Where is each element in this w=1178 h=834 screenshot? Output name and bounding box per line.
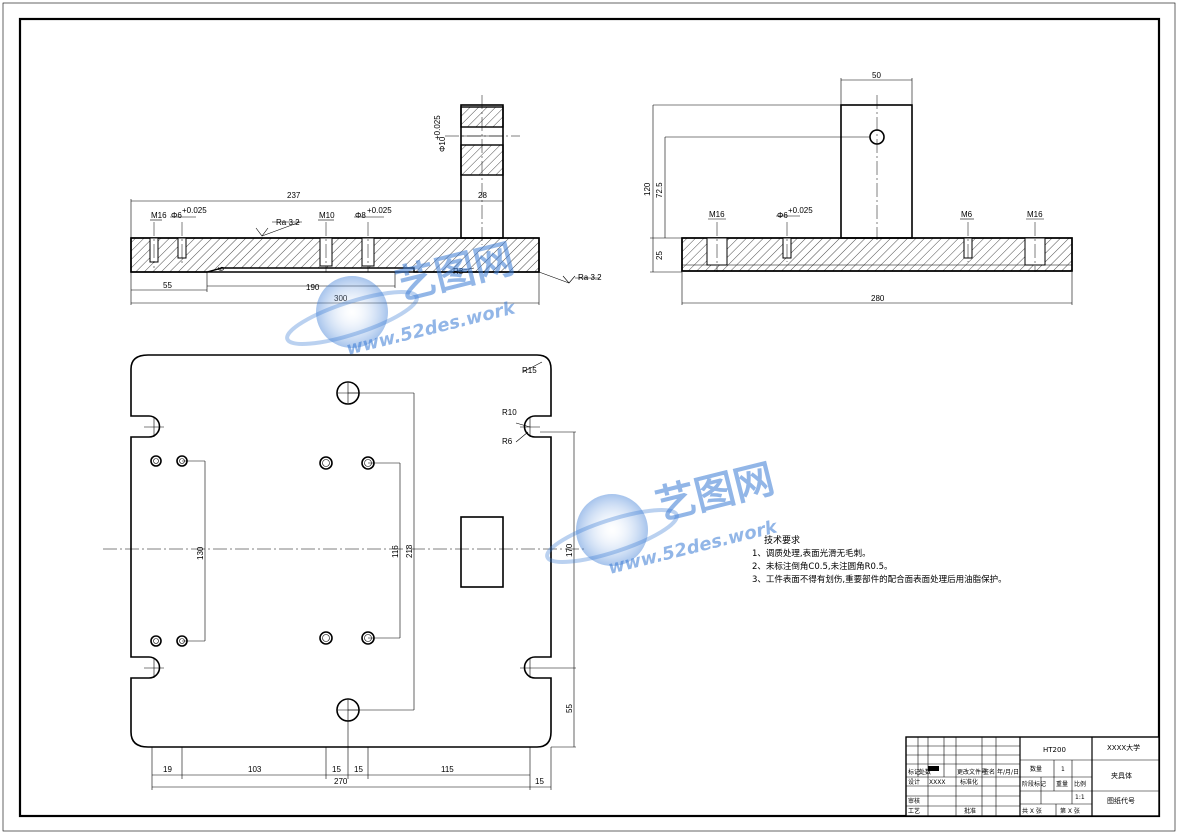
hole-phi6: Φ6 (171, 211, 182, 220)
title-design-label: 设计 (908, 778, 920, 786)
dim-15-c: 15 (535, 777, 544, 786)
title-qty-label: 数量 (1030, 765, 1042, 773)
dim-50: 50 (872, 71, 881, 80)
title-approve-label: 批准 (964, 807, 976, 815)
thread-m6: M6 (961, 210, 973, 219)
dim-15-a: 15 (332, 765, 341, 774)
dim-115: 115 (441, 765, 454, 774)
title-drawing-no: 图纸代号 (1107, 796, 1135, 805)
title-sign-label: 签名 (983, 768, 995, 776)
dim-103: 103 (248, 765, 262, 774)
dim-130: 130 (196, 546, 205, 560)
dim-6: 6 (217, 266, 226, 271)
front-section-view: 237 28 55 190 300 6 M16 Φ6 +0.025 M10 Φ8… (130, 95, 602, 305)
dim-55: 55 (163, 281, 172, 290)
dim-270: 270 (334, 777, 348, 786)
title-sheet-no: 第 X 张 (1060, 807, 1080, 815)
dim-237: 237 (287, 191, 301, 200)
watermark-2: 艺图网 www.52des.work (545, 456, 780, 579)
dim-25: 25 (655, 251, 664, 260)
title-process-label: 工艺 (908, 807, 920, 815)
hole-phi10-tol: +0.025 (433, 115, 442, 140)
hole-phi10: Φ10 (438, 136, 447, 152)
dim-170: 170 (565, 543, 574, 557)
title-designer: XXXX (929, 779, 945, 786)
title-scale-label: 比例 (1074, 780, 1086, 788)
radius-r6: R6 (502, 437, 513, 446)
title-review-label: 审核 (908, 797, 920, 805)
radius-r10: R10 (502, 408, 517, 417)
title-stage-label: 阶段标记 (1022, 780, 1046, 788)
title-scale-value: 1:1 (1075, 794, 1085, 801)
title-sheet-total: 共 X 张 (1022, 807, 1042, 815)
title-school: XXXX大学 (1107, 743, 1140, 752)
dim-19: 19 (163, 765, 172, 774)
thread-m16-right: M16 (1027, 210, 1043, 219)
notes-line-3: 3、工件表面不得有划伤,重要部件的配合面表面处理后用油脂保护。 (752, 574, 1007, 585)
dim-15-b: 15 (354, 765, 363, 774)
hole-phi6-tol: +0.025 (788, 206, 813, 215)
dim-72-5: 72.5 (655, 182, 664, 198)
notes-line-1: 1、调质处理,表面光滑无毛刺。 (752, 548, 871, 559)
title-qty-value: 1 (1061, 766, 1065, 773)
title-weight-label: 重量 (1056, 780, 1068, 788)
side-section-view: 50 120 72.5 25 280 M16 M16 M6 Φ6 +0.025 (643, 71, 1073, 305)
title-block: HT200 XXXX大学 夹具体 图纸代号 数量 1 重量 比例 1:1 阶段标… (905, 736, 1160, 817)
title-mark-label: 标记 (908, 768, 920, 776)
dim-120: 120 (643, 182, 652, 196)
radius-r3: R3 (453, 267, 464, 276)
roughness-ra-2: Ra 3.2 (578, 273, 602, 282)
watermark-cn-2: 艺图网 (651, 456, 779, 530)
title-count-label: 处数 (919, 768, 931, 776)
notes-line-2: 2、未标注倒角C0.5,未注圆角R0.5。 (752, 561, 893, 572)
hole-phi6-tol: +0.025 (182, 206, 207, 215)
hole-phi8-tol: +0.025 (367, 206, 392, 215)
title-date-label: 年/月/日 (997, 768, 1019, 776)
roughness-ra-1: Ra 3.2 (276, 218, 300, 227)
dim-190: 190 (306, 283, 320, 292)
thread-m16-left: M16 (709, 210, 725, 219)
title-material: HT200 (1043, 746, 1066, 754)
dim-280: 280 (871, 294, 885, 303)
dim-218: 218 (405, 544, 414, 558)
technical-requirements: 技术要求 1、调质处理,表面光滑无毛刺。 2、未标注倒角C0.5,未注圆角R0.… (752, 534, 1007, 585)
notes-title: 技术要求 (764, 534, 800, 546)
hole-phi6: Φ6 (777, 211, 788, 220)
thread-m16: M16 (151, 211, 167, 220)
top-view: R15 R10 R6 130 116 218 170 55 19 103 15 … (103, 354, 585, 790)
dim-55: 55 (565, 704, 574, 713)
title-part-name: 夹具体 (1111, 771, 1132, 780)
dim-28: 28 (478, 191, 487, 200)
hole-phi8: Φ8 (355, 211, 366, 220)
title-standard-label: 标准化 (960, 778, 978, 786)
radius-r15: R15 (522, 366, 537, 375)
title-change-label: 更改文件号 (957, 768, 987, 776)
dim-116: 116 (391, 545, 400, 558)
thread-m10: M10 (319, 211, 335, 220)
